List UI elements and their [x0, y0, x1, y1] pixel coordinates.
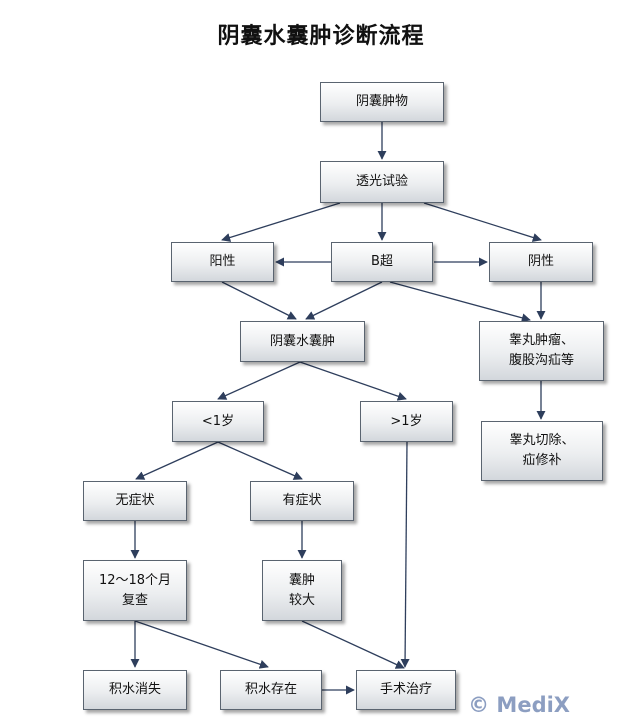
edge-bultrasound-to-hydrocele [305, 281, 383, 320]
edge-under1-to-asymptomatic [135, 441, 219, 480]
node-scrotal-mass: 阴囊肿物 [320, 82, 444, 122]
node-positive: 阳性 [171, 242, 274, 282]
edge-recheck-to-persists [134, 620, 269, 669]
node-recheck-12-18-months: 12～18个月 复查 [83, 560, 187, 621]
node-under-1-year: <1岁 [172, 401, 264, 442]
edge-under1-to-symptomatic [217, 441, 303, 480]
edge-hydrocele-to-over1 [299, 361, 407, 401]
node-surgery: 手术治疗 [356, 670, 456, 710]
node-effusion-resolved: 积水消失 [83, 670, 187, 710]
node-hydrocele: 阴囊水囊肿 [240, 321, 365, 362]
node-negative: 阴性 [489, 242, 593, 282]
node-effusion-persists: 积水存在 [220, 670, 322, 710]
edge-positive-to-hydrocele [221, 281, 297, 320]
node-large-cyst: 囊肿 较大 [262, 560, 342, 621]
edge-bultrasound-to-tumor [389, 281, 531, 323]
node-orchiectomy-hernia-repair: 睾丸切除、 疝修补 [481, 421, 603, 481]
watermark-logo: © MediX [468, 693, 570, 717]
node-testicular-tumor-hernia: 睾丸肿瘤、 腹股沟疝等 [479, 321, 604, 381]
node-transillumination-test: 透光试验 [320, 161, 444, 203]
diagram-title: 阴囊水囊肿诊断流程 [217, 24, 425, 49]
node-b-ultrasound: B超 [331, 242, 433, 282]
edge-largecyst-to-surgery [301, 620, 405, 669]
node-symptomatic: 有症状 [250, 481, 354, 521]
node-asymptomatic: 无症状 [83, 481, 187, 521]
edge-transillumination-to-positive [221, 202, 341, 242]
node-over-1-year: >1岁 [360, 401, 453, 442]
edge-over1-to-surgery [400, 441, 410, 668]
edge-hydrocele-to-under1 [217, 361, 301, 400]
edge-transillumination-to-negative [423, 202, 542, 242]
